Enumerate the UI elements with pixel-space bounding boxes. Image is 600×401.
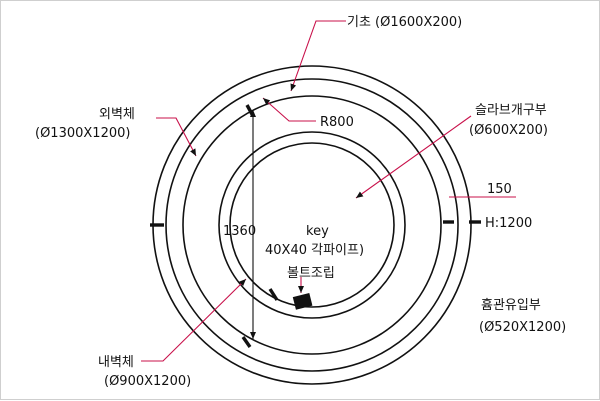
label-bolt: 볼트조립 — [287, 266, 335, 281]
label-key-size: 40X40 각파이프) — [265, 243, 364, 258]
label-inner-wall-size: (Ø900X1200) — [104, 374, 191, 389]
outer-wall-outer-ring — [165, 78, 459, 372]
bolt-block — [292, 293, 313, 310]
label-inner-wall-name: 내벽체 — [98, 355, 134, 370]
label-inner-span: 1360 — [223, 224, 256, 239]
label-slab-opening-name: 슬라브개구부 — [475, 103, 547, 118]
label-height: H:1200 — [485, 216, 532, 231]
leader-radius — [262, 97, 316, 122]
inner-wall-outer-ring — [218, 131, 406, 319]
label-key-name: key — [306, 224, 329, 239]
label-inflow-name: 흄관유입부 — [481, 298, 541, 313]
leader-inner-wall — [141, 278, 247, 362]
label-inflow-size: (Ø520X1200) — [479, 320, 566, 335]
outer-wall-inner-ring — [182, 95, 442, 355]
key-marker-bottom — [241, 336, 252, 348]
leader-outer-wall — [156, 117, 197, 157]
label-slab-opening-size: (Ø600X200) — [469, 123, 548, 138]
leader-foundation — [290, 20, 346, 92]
key-marker-inner — [268, 288, 279, 301]
label-thickness: 150 — [487, 182, 512, 197]
leader-slab-opening — [355, 115, 472, 199]
inner-wall-inner-ring — [229, 142, 395, 308]
label-outer-wall-size: (Ø1300X1200) — [35, 126, 130, 141]
label-foundation: 기초 (Ø1600X200) — [347, 15, 462, 30]
label-radius: R800 — [320, 115, 354, 130]
label-outer-wall-name: 외벽체 — [99, 107, 135, 122]
